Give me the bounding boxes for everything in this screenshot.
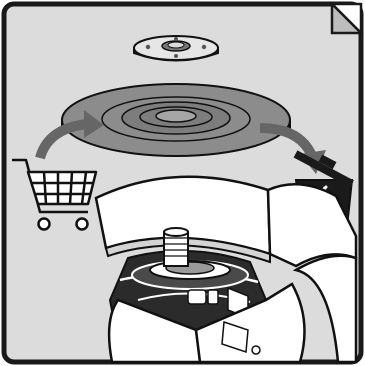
folded-corner	[332, 4, 361, 33]
spindle	[164, 228, 188, 266]
flange-nut-icon	[134, 36, 218, 61]
